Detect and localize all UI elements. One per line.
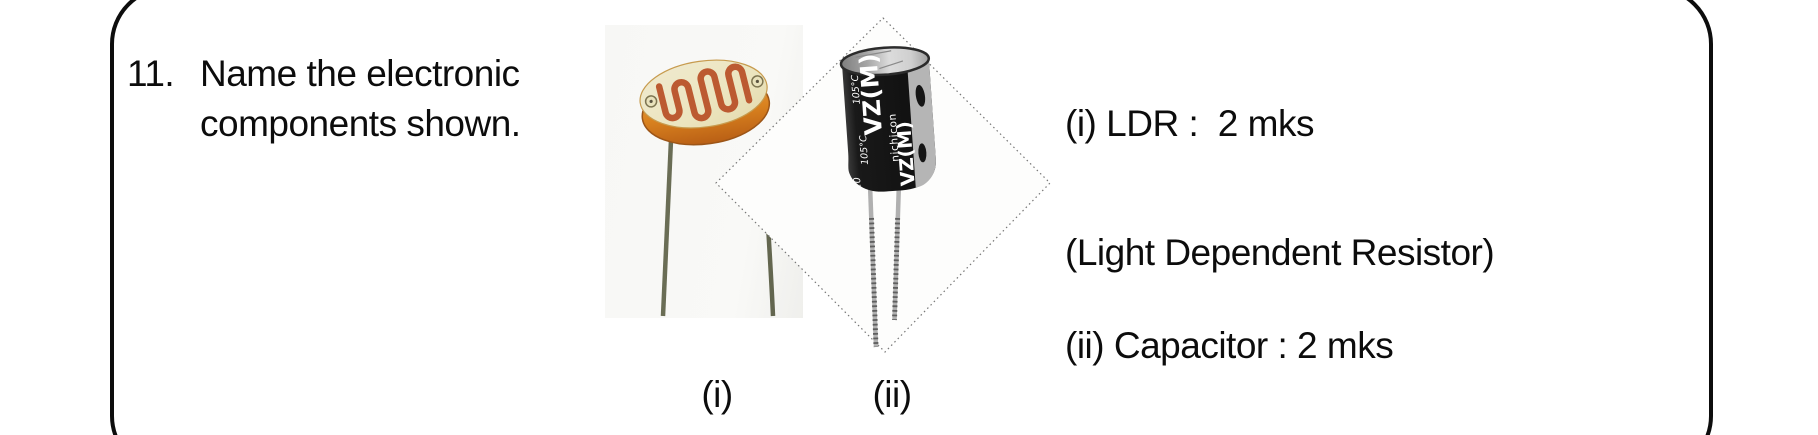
question-text: Name the electronic components shown.: [200, 49, 521, 149]
capacitor-marking-temp-1: 105°C: [850, 74, 863, 105]
capacitor-photo: VZ(M) VZ(M) nichicon 105°C 105°C 10: [700, 0, 1080, 370]
capacitor-side-highlight: [906, 49, 936, 188]
capacitor-marking-series-small: VZ(M): [893, 120, 919, 186]
capacitor-marking-lot: 10: [852, 177, 864, 190]
question-text-line-2: components shown.: [200, 103, 521, 144]
answer-ldr-line-2: (Light Dependent Resistor): [1065, 232, 1495, 273]
question-number: 11.: [127, 53, 175, 94]
ldr-illustration: [639, 59, 776, 317]
capacitor-marking-brand: nichicon: [887, 113, 902, 162]
capacitor-marking-temp-2: 105°C: [858, 135, 871, 166]
ldr-serpentine-track: [655, 63, 753, 122]
question-frame-border: [110, 0, 1713, 435]
capacitor-stripe-notch-1: [915, 84, 926, 107]
capacitor-stripe-notch-2: [918, 143, 927, 163]
ldr-electrode-right-dot: [755, 79, 759, 84]
answer-capacitor-line-1: (ii) Capacitor : 2 mks: [1065, 325, 1394, 366]
capacitor-top-cap: [839, 46, 931, 77]
ldr-lead-left: [660, 139, 674, 317]
figure-label-i: (i): [701, 374, 733, 415]
figure-label-ii: (ii): [872, 374, 912, 415]
capacitor-body-group: VZ(M) VZ(M) nichicon 105°C 105°C 10: [839, 46, 936, 192]
answer-ldr: (i) LDR : 2 mks (Light Dependent Resisto…: [1065, 16, 1495, 360]
ldr-electrode-left-dot: [649, 99, 653, 104]
answer-capacitor: (ii) Capacitor : 2 mks: [1065, 238, 1394, 435]
capacitor-lead-left-stripes: [869, 217, 879, 348]
question-text-line-1: Name the electronic: [200, 53, 520, 94]
ldr-disc: [639, 59, 771, 146]
capacitor-lead-right-stripes: [892, 217, 901, 321]
capacitor-illustration: VZ(M) VZ(M) nichicon 105°C 105°C 10: [715, 17, 1051, 353]
capacitor-vent-lines: [855, 50, 904, 70]
answer-ldr-line-1: (i) LDR : 2 mks: [1065, 103, 1314, 144]
capacitor-marking-series-large: VZ(M): [854, 53, 888, 137]
